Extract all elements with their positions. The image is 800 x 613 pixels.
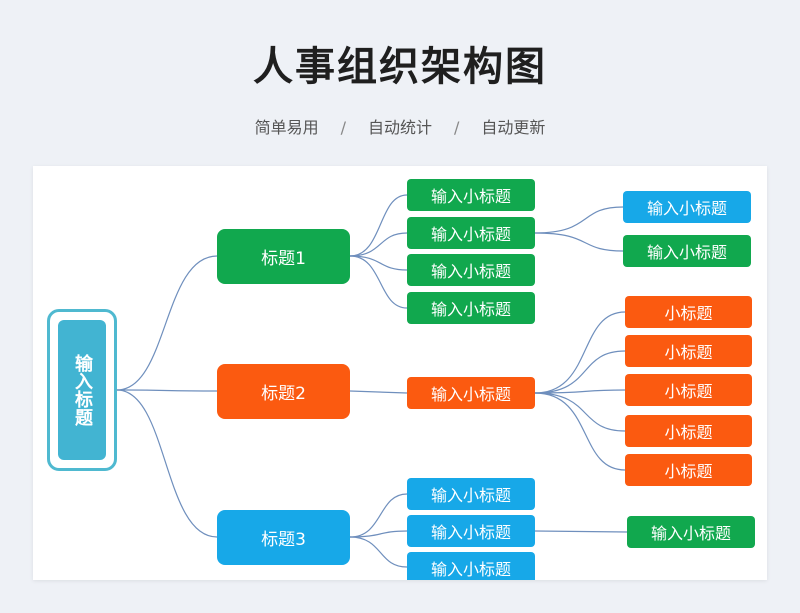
branch1-child-4[interactable]: 输入小标题 [407, 292, 535, 324]
subtitle-easy: 简单易用 [254, 118, 319, 137]
branch3-child-2[interactable]: 输入小标题 [407, 515, 535, 547]
branch-node-2[interactable]: 标题2 [217, 364, 350, 419]
root-node[interactable]: 输入标题 [58, 320, 106, 460]
connector-lines [116, 194, 628, 568]
subtitle-separator: / [340, 118, 346, 137]
subtitle: 简单易用 / 自动统计 / 自动更新 [0, 114, 800, 138]
branch2-grandchild-5[interactable]: 小标题 [625, 454, 752, 486]
org-chart-canvas: 输入标题 标题1 标题2 标题3 输入小标题 输入小标题 输入小标题 输入小标题… [33, 166, 767, 580]
branch1-child-1[interactable]: 输入小标题 [407, 179, 535, 211]
branch-node-3[interactable]: 标题3 [217, 510, 350, 565]
branch3-child-3[interactable]: 输入小标题 [407, 552, 535, 580]
branch3-grandchild-1[interactable]: 输入小标题 [627, 516, 755, 548]
branch2-child-1[interactable]: 输入小标题 [407, 377, 535, 409]
subtitle-auto-stat: 自动统计 [367, 118, 432, 137]
branch-node-1[interactable]: 标题1 [217, 229, 350, 284]
subtitle-separator: / [454, 118, 460, 137]
branch1-grandchild-1[interactable]: 输入小标题 [623, 191, 751, 223]
subtitle-auto-update: 自动更新 [481, 118, 546, 137]
branch2-grandchild-1[interactable]: 小标题 [625, 296, 752, 328]
branch1-child-3[interactable]: 输入小标题 [407, 254, 535, 286]
branch1-child-2[interactable]: 输入小标题 [407, 217, 535, 249]
page-title: 人事组织架构图 [253, 44, 547, 90]
branch2-grandchild-2[interactable]: 小标题 [625, 335, 752, 367]
branch3-child-1[interactable]: 输入小标题 [407, 478, 535, 510]
branch2-grandchild-4[interactable]: 小标题 [625, 415, 752, 447]
branch1-grandchild-2[interactable]: 输入小标题 [623, 235, 751, 267]
branch2-grandchild-3[interactable]: 小标题 [625, 374, 752, 406]
